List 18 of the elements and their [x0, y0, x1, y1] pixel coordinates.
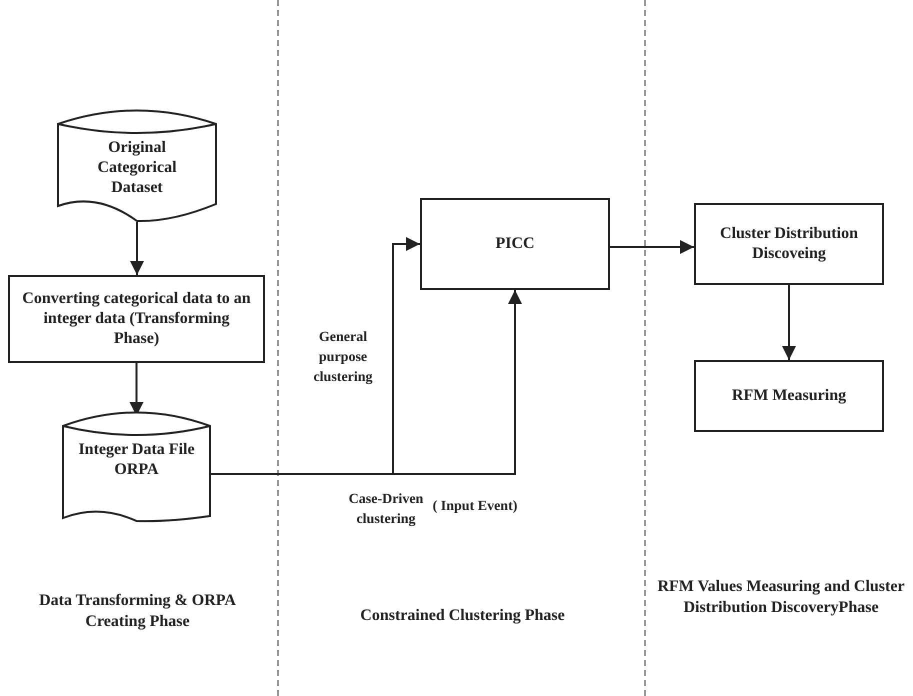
node-text: PICC	[495, 234, 535, 254]
arrow	[211, 290, 522, 475]
note-label: ( Input Event)	[432, 498, 518, 516]
process-box	[8, 275, 265, 363]
process-box	[694, 203, 884, 285]
arrow	[130, 222, 144, 275]
node-text: Cluster Distribution Discoveing	[719, 224, 859, 264]
edge-label: General purpose clustering	[312, 329, 374, 387]
phase-label: Data Transforming & ORPA Creating Phase	[38, 591, 237, 632]
phase-label: Constrained Clustering Phase	[359, 606, 566, 626]
phase-label: RFM Values Measuring and Cluster Distribution DiscoveryPhase	[656, 577, 906, 618]
process-box	[420, 198, 610, 290]
edge-label: Case-Driven clustering	[348, 491, 424, 529]
node-text: RFM Measuring	[732, 386, 846, 406]
process-box	[694, 360, 884, 432]
arrow	[610, 240, 694, 254]
node-text: Converting categorical data to an integer data (Transforming Phase)	[21, 289, 252, 349]
arrow	[782, 285, 796, 360]
